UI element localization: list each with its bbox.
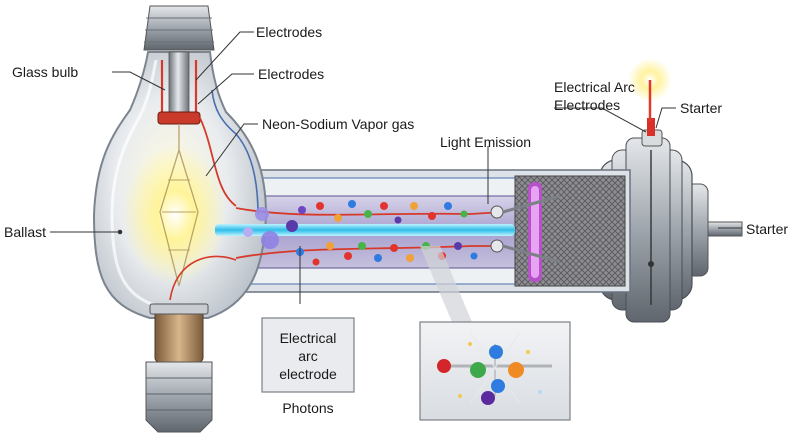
label-electrodes-mid: Electrodes: [258, 66, 324, 82]
label-starter-right: Starter: [746, 221, 788, 237]
top-cap: [143, 5, 215, 51]
label-vapor-gas: Neon-Sodium Vapor gas: [262, 116, 414, 132]
label-photons: Photons: [282, 400, 333, 416]
bottom-cap: [145, 361, 213, 433]
glass-bulb: [92, 51, 268, 319]
label-arc-electrodes: Electrodes: [554, 97, 620, 113]
label-light-emission: Light Emission: [440, 134, 531, 150]
label-glass-bulb: Glass bulb: [12, 64, 78, 80]
label-ballast: Ballast: [4, 224, 46, 240]
label-electrical-arc: Electrical Arc: [554, 79, 635, 95]
label-starter-top: Starter: [680, 100, 722, 116]
label-box-line2: arc: [298, 348, 317, 364]
inner-stem: [149, 51, 237, 363]
label-electrodes-top: Electrodes: [256, 24, 322, 40]
starter-spark: [628, 58, 672, 122]
label-box-line3: electrode: [279, 366, 337, 382]
label-box-line1: Electrical: [280, 330, 337, 346]
leader-lines: [50, 31, 742, 304]
arc-electrode-box: [261, 317, 355, 393]
photon-inset: [419, 246, 571, 421]
